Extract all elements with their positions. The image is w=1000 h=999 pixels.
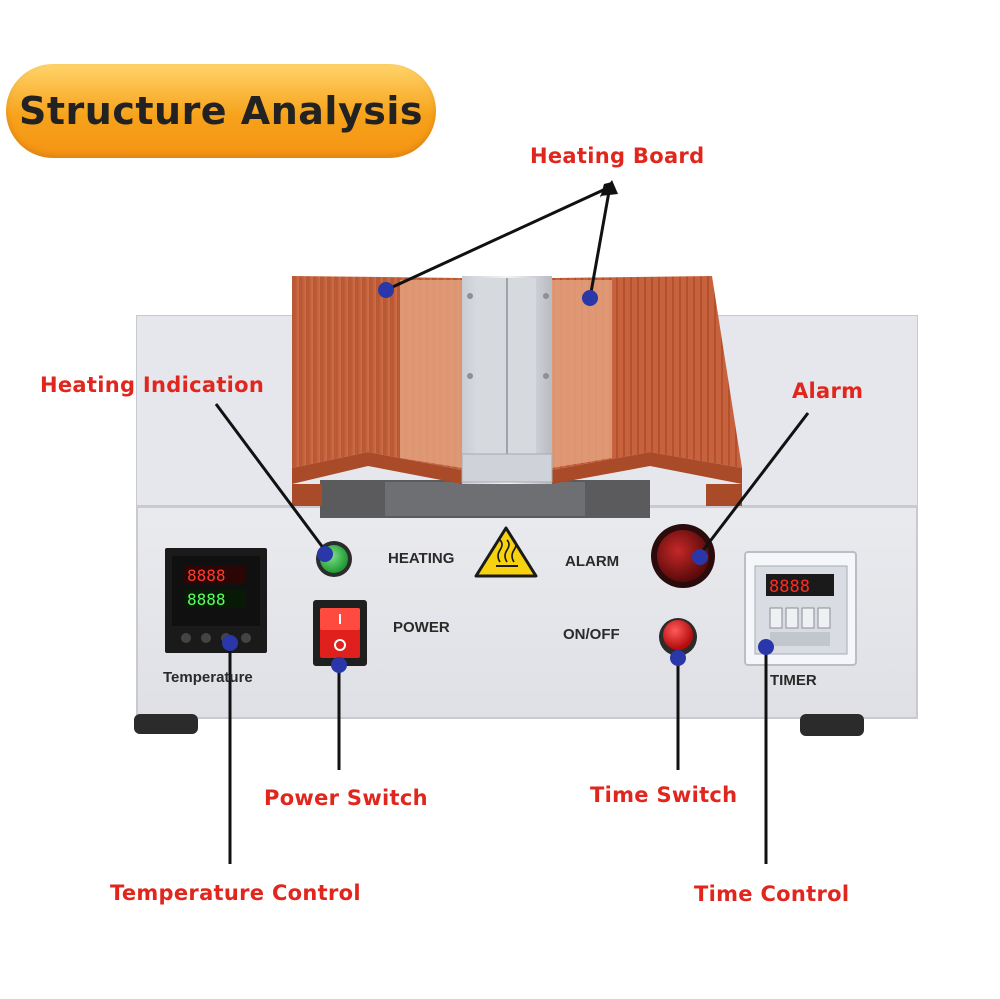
alarm-buzzer	[657, 530, 709, 582]
heating-board	[292, 276, 742, 506]
callout-alarm: Alarm	[792, 379, 864, 403]
page-title: Structure Analysis	[19, 89, 423, 133]
panel-label-power: POWER	[393, 619, 450, 636]
temperature-controller: 8888 8888	[165, 548, 267, 653]
panel-label-timer: TIMER	[770, 672, 817, 689]
right-foot	[800, 714, 864, 736]
svg-text:8888: 8888	[187, 590, 226, 609]
callout-heating-indication: Heating Indication	[40, 373, 265, 397]
callout-temperature-control: Temperature Control	[110, 881, 361, 905]
leader-lines	[214, 184, 810, 864]
callout-time-control: Time Control	[694, 882, 850, 906]
callout-heating-board: Heating Board	[530, 144, 705, 168]
panel-label-alarm: ALARM	[565, 553, 620, 570]
panel-label-heating: HEATING	[388, 550, 455, 567]
callout-time-switch: Time Switch	[590, 783, 738, 807]
left-foot	[134, 714, 198, 734]
time-switch-button[interactable]	[663, 620, 693, 650]
svg-text:8888: 8888	[769, 577, 810, 597]
hot-surface-warning-icon	[474, 526, 538, 578]
panel-label-on-off: ON/OFF	[563, 626, 620, 643]
power-switch[interactable]	[313, 600, 367, 666]
svg-text:8888: 8888	[187, 566, 226, 585]
panel-label-temperature: Temperature	[163, 669, 253, 686]
callout-power-switch: Power Switch	[264, 786, 428, 810]
title-badge: Structure Analysis	[6, 64, 436, 158]
timer-module: 8888	[744, 551, 857, 666]
marker-dots	[222, 282, 774, 673]
